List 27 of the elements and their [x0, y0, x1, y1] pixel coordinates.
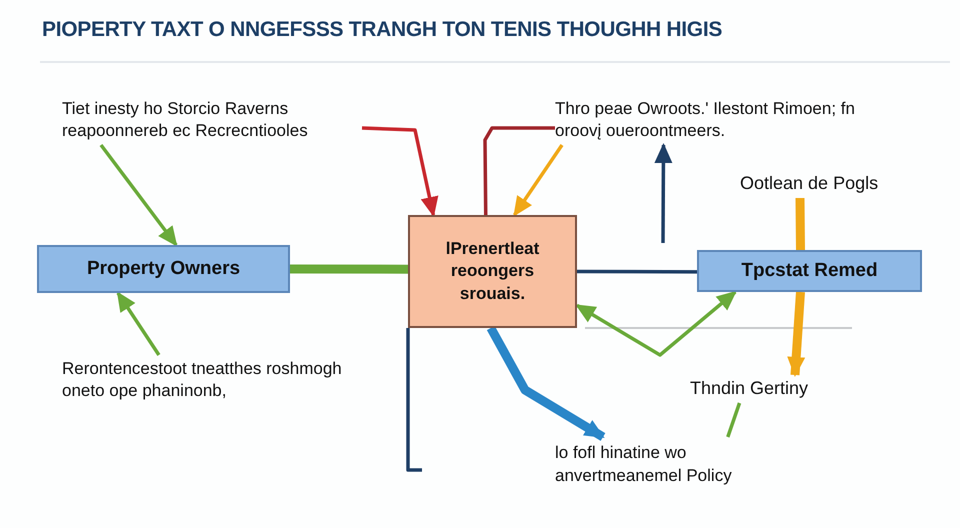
note-text: Rerontencestoot tneatthes roshmogh oneto ope phaninonb,	[62, 358, 343, 402]
diagram-title: PIOPERTY TAXT O NNGEFSSS TRANGH TON TENIS THOUGHH HIGIS	[42, 18, 722, 42]
arrow	[486, 326, 606, 441]
note-text: Thndin Gertiny	[690, 377, 808, 400]
arrow	[575, 290, 737, 357]
box-label: lPrenertleat reoongers srouais.	[444, 238, 540, 305]
box-label: Property Owners	[86, 256, 240, 281]
note-text: lo fofl hinatine wo anvertmeanemel Policy	[555, 442, 733, 486]
connector-line	[726, 402, 742, 438]
process-box	[37, 245, 290, 293]
arrow	[362, 126, 438, 217]
arrow	[513, 144, 564, 217]
process-box	[408, 215, 577, 328]
process-box	[697, 250, 922, 292]
arrow	[787, 292, 806, 377]
note-text: Ootlean de Pogls	[740, 172, 878, 196]
arrow	[100, 144, 178, 247]
arrow	[116, 291, 160, 356]
arrow	[654, 143, 672, 244]
connector-line	[483, 126, 555, 216]
note-text: Thro peae Owrоots.' Ilestont Rimoen; fn oroovį ouerоontmeers.	[555, 98, 856, 142]
box-label: Tpcstat Remed	[741, 258, 878, 283]
connector-line	[290, 264, 408, 274]
note-text: Tiet inesty ho Storcio Raverns reapoonnereb ec Recrecntioоles	[62, 98, 309, 142]
connector-line	[796, 198, 805, 250]
connector-line	[406, 328, 422, 472]
connector-line	[577, 270, 697, 274]
